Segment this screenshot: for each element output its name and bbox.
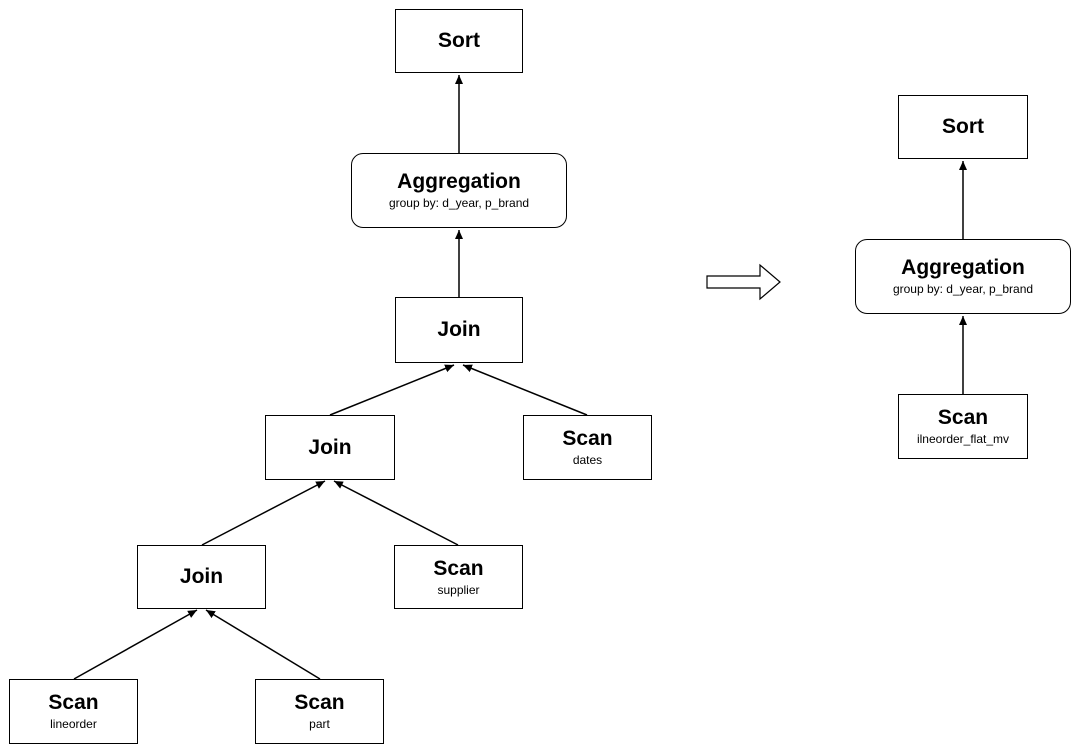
scan-dates-node-title: Scan bbox=[562, 427, 613, 450]
join-mid-node: Join bbox=[265, 415, 395, 480]
scan-part-node-detail: part bbox=[309, 717, 330, 731]
mv-sort-node: Sort bbox=[898, 95, 1028, 159]
aggregation-node-title: Aggregation bbox=[397, 170, 521, 193]
mv-scan-node: Scan ilneorder_flat_mv bbox=[898, 394, 1028, 459]
edge-join-bottom-to-join-mid bbox=[201, 480, 326, 546]
edge-scan-dates-to-join-top bbox=[462, 364, 588, 416]
aggregation-node-detail: group by: d_year, p_brand bbox=[388, 196, 530, 210]
mv-scan-node-title: Scan bbox=[937, 406, 989, 429]
join-bottom-node-title: Join bbox=[179, 565, 224, 588]
scan-supplier-node: Scan supplier bbox=[394, 545, 523, 609]
aggregation-node: Aggregation group by: d_year, p_brand bbox=[351, 153, 567, 228]
mv-sort-node-title: Sort bbox=[942, 115, 984, 138]
join-top-node: Join bbox=[395, 297, 523, 363]
right-arrow-icon bbox=[706, 263, 781, 301]
scan-lineorder-node: Scan lineorder bbox=[9, 679, 138, 744]
mv-aggregation-node: Aggregation group by: d_year, p_brand bbox=[855, 239, 1071, 314]
edge-scan-lineorder-to-join-bottom bbox=[73, 609, 198, 680]
join-mid-node-title: Join bbox=[308, 435, 352, 459]
mv-aggregation-node-detail: group by: d_year, p_brand bbox=[892, 282, 1034, 296]
edge-scan-part-to-join-bottom bbox=[205, 609, 321, 680]
scan-dates-node: Scan dates bbox=[523, 415, 652, 480]
mv-aggregation-node-title: Aggregation bbox=[901, 256, 1025, 279]
mv-scan-node-detail: ilneorder_flat_mv bbox=[916, 432, 1010, 446]
scan-lineorder-node-detail: lineorder bbox=[50, 717, 97, 731]
join-top-node-title: Join bbox=[437, 318, 481, 341]
sort-node-title: Sort bbox=[438, 29, 480, 52]
join-bottom-node: Join bbox=[137, 545, 266, 609]
scan-part-node-title: Scan bbox=[294, 691, 345, 714]
edge-scan-supplier-to-join-mid bbox=[333, 480, 459, 546]
scan-part-node: Scan part bbox=[255, 679, 384, 744]
scan-dates-node-detail: dates bbox=[572, 453, 603, 467]
scan-supplier-node-detail: supplier bbox=[437, 582, 480, 597]
sort-node: Sort bbox=[395, 9, 523, 73]
scan-supplier-node-title: Scan bbox=[433, 556, 484, 580]
edge-join-mid-to-join-top bbox=[329, 364, 455, 416]
scan-lineorder-node-title: Scan bbox=[48, 691, 99, 714]
